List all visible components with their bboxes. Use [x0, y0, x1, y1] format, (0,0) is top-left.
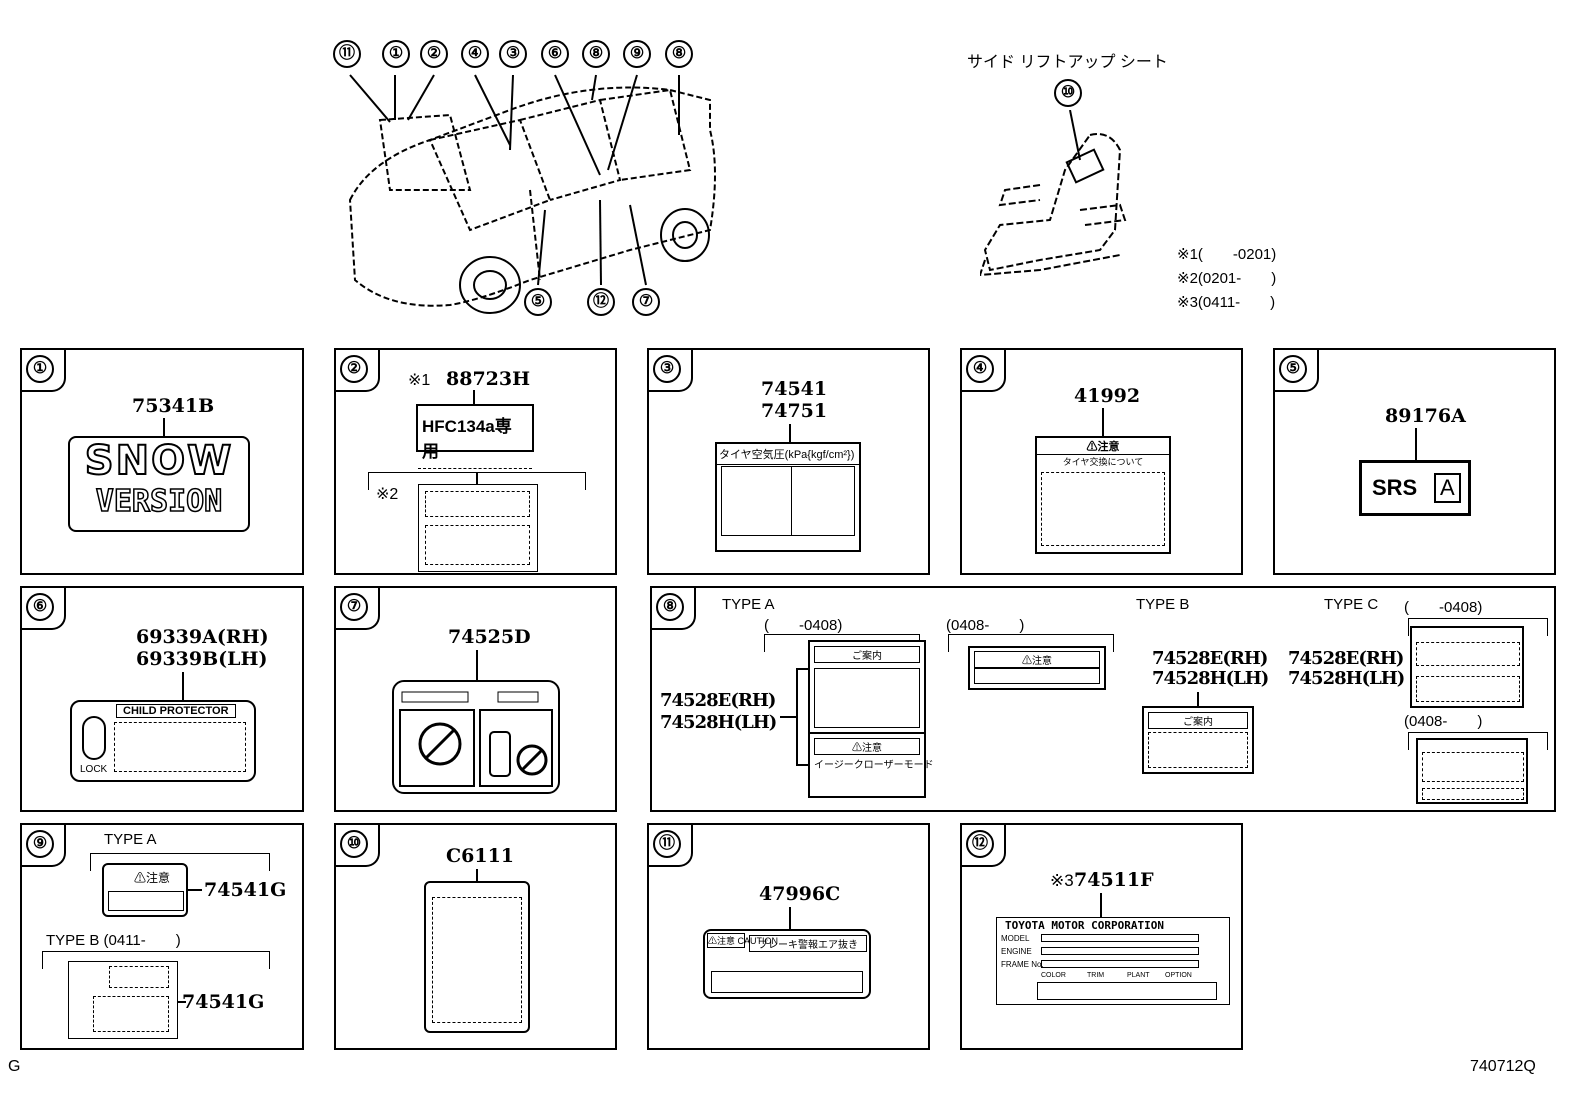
seat-tag-label [424, 881, 530, 1033]
fuel-warning-label [392, 680, 560, 794]
part-number: 89176A [1385, 405, 1466, 427]
callout-6: ⑥ [541, 40, 569, 68]
panel-4: ④ 41992 ⚠注意 タイヤ交換について [960, 348, 1243, 575]
callout-8: ⑧ [582, 40, 610, 68]
note-2: ※2(0201- ) [1177, 270, 1277, 287]
panel-5: ⑤ 89176A SRS A [1273, 348, 1556, 575]
guide-label-a1: ご案内 [808, 640, 926, 736]
panel-10: ⑩ C6111 [334, 823, 617, 1050]
panel-number: ① [26, 355, 54, 383]
vin-plate-label: TOYOTA MOTOR CORPORATION MODEL ENGINE FR… [996, 917, 1230, 1005]
panel-8: ⑧ TYPE A ( -0408) (0408- ) 74528E(RH) 74… [650, 586, 1556, 812]
type-b-part-number-lh: 74528H(LH) [1152, 668, 1269, 689]
ac-label [418, 484, 538, 572]
seat-title: サイド リフトアップ シート [967, 54, 1168, 71]
callout-11: ⑪ [333, 40, 361, 68]
type-b-heading: TYPE B [1136, 596, 1190, 613]
panel-7: ⑦ 74525D [334, 586, 617, 812]
panel-number: ⑩ [340, 830, 368, 858]
caution-label-a3: ⚠注意 [968, 646, 1106, 690]
panel-6: ⑥ 69339A(RH) 69339B(LH) CHILD PROTECTOR … [20, 586, 304, 812]
child-protector-label: CHILD PROTECTOR LOCK [70, 700, 256, 782]
panel-number: ④ [966, 355, 994, 383]
part-number-a: 74541G [204, 879, 287, 901]
panel-number: ⑤ [1279, 355, 1307, 383]
panel-3: ③ 74541 74751 タイヤ空気圧(kPa{kgf/cm²}) [647, 348, 930, 575]
footer-code-left: G [8, 1058, 21, 1075]
callout-9: ⑨ [623, 40, 651, 68]
panel-number: ⑧ [656, 593, 684, 621]
panel-number: ⑫ [966, 830, 994, 858]
panel-number: ⑨ [26, 830, 54, 858]
panel-number: ⑥ [26, 593, 54, 621]
label-type-b [68, 961, 178, 1039]
type-b-part-number-rh: 74528E(RH) [1152, 648, 1268, 669]
hfc134a-label: HFC134a専用 [416, 404, 534, 469]
part-number: C6111 [446, 845, 515, 867]
part-number-lh: 74528H(LH) [660, 712, 777, 733]
part-number: 41992 [1074, 385, 1141, 407]
footer-diagram-id: 740712Q [1470, 1058, 1536, 1075]
part-number: 47996C [759, 883, 841, 905]
panel-9: ⑨ TYPE A ⚠注意 74541G TYPE B (0411- ) 7454… [20, 823, 304, 1050]
guide-label-b: ご案内 [1142, 706, 1254, 774]
part-number-rh: 69339A(RH) [136, 626, 269, 648]
type-a-heading: TYPE A [104, 831, 157, 848]
callout-8b: ⑧ [665, 40, 693, 68]
part-number-lh: 69339B(LH) [136, 648, 268, 670]
type-c-part-number-rh: 74528E(RH) [1288, 648, 1404, 669]
part-number-2: 74751 [761, 400, 828, 422]
part-number: 74511F [1074, 869, 1154, 891]
tire-pressure-label: タイヤ空気圧(kPa{kgf/cm²}) [715, 442, 861, 552]
snow-version-label: SNOW VERSION [68, 436, 250, 532]
part-number: 88723H [446, 368, 531, 390]
type-c-heading: TYPE C [1324, 596, 1379, 613]
type-a-heading: TYPE A [722, 596, 775, 613]
caution-label-a2: ⚠注意 イージークローザーモード [808, 732, 934, 798]
type-b-heading: TYPE B (0411- ) [46, 932, 181, 949]
callout-5: ⑤ [524, 288, 552, 316]
part-number: 75341B [132, 395, 215, 417]
part-number: 74525D [448, 626, 531, 648]
part-number-1: 74541 [761, 378, 828, 400]
callout-12: ⑫ [587, 288, 615, 316]
panel-number: ⑦ [340, 593, 368, 621]
seat-drawing [980, 110, 1127, 277]
note-3: ※3(0411- ) [1177, 294, 1276, 311]
panel-11: ⑪ 47996C ⚠注意 CAUTION ブレーキ警報エア抜き [647, 823, 930, 1050]
part-number-b: 74541G [182, 991, 265, 1013]
panel-number: ⑪ [653, 830, 681, 858]
panel-number: ② [340, 355, 368, 383]
callout-4: ④ [461, 40, 489, 68]
callout-1: ① [382, 40, 410, 68]
panel-2: ② ※1 88723H HFC134a専用 ※2 [334, 348, 617, 575]
callout-7: ⑦ [632, 288, 660, 316]
callout-2: ② [420, 40, 448, 68]
callout-3: ③ [499, 40, 527, 68]
callout-10: ⑩ [1054, 79, 1082, 107]
vehicle-overview-drawing [348, 74, 716, 314]
part-number-rh: 74528E(RH) [660, 690, 776, 711]
brake-caution-label: ⚠注意 CAUTION ブレーキ警報エア抜き [703, 929, 871, 999]
panel-1: ① 75341B SNOW VERSION [20, 348, 304, 575]
no-fuel-can-icon [399, 691, 553, 787]
label-type-a: ⚠注意 [102, 863, 188, 917]
panel-12: ⑫ ※3 74511F TOYOTA MOTOR CORPORATION MOD… [960, 823, 1243, 1050]
srs-label: SRS A [1359, 460, 1471, 516]
panel-number: ③ [653, 355, 681, 383]
type-c-part-number-lh: 74528H(LH) [1288, 668, 1405, 689]
label-c1 [1410, 626, 1524, 708]
note-1: ※1( -0201) [1177, 246, 1277, 263]
label-c2 [1416, 738, 1528, 804]
tire-change-label: ⚠注意 タイヤ交換について [1035, 436, 1171, 554]
